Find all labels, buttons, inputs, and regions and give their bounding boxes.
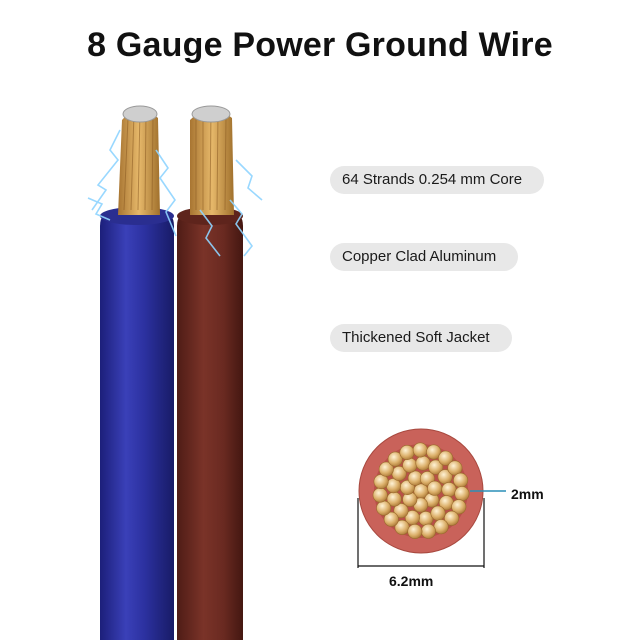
strand: [415, 455, 431, 471]
strand: [412, 442, 428, 458]
strand: [376, 500, 392, 516]
electric-spark-decoration: [87, 129, 263, 257]
wire-diameter-label: 6.2mm: [389, 573, 434, 589]
strand: [447, 460, 463, 476]
strand-diameter-label: 2mm: [511, 486, 544, 502]
strand: [438, 450, 454, 466]
strand: [402, 457, 418, 473]
strand: [454, 486, 470, 502]
feature-badge-strands: 64 Strands 0.254 mm Core: [330, 166, 545, 194]
strand: [372, 487, 388, 503]
strand: [453, 472, 469, 488]
page-title: 8 Gauge Power Ground Wire: [87, 26, 553, 64]
strand: [383, 511, 399, 527]
feature-badge-material: Copper Clad Aluminum: [330, 243, 519, 271]
feature-badge-jacket: Thickened Soft Jacket: [330, 324, 512, 352]
cross-section-diagram: [357, 428, 506, 568]
strand: [451, 499, 467, 515]
blue-wire: [100, 105, 174, 640]
strand: [428, 459, 444, 475]
strand: [441, 482, 457, 498]
strand: [378, 461, 394, 477]
strand: [387, 451, 403, 467]
strand: [426, 444, 442, 460]
strand: [433, 519, 449, 535]
strand: [393, 503, 409, 519]
brown-wire: [177, 105, 243, 640]
strand: [430, 505, 446, 521]
strand: [407, 523, 423, 539]
strand: [444, 510, 460, 526]
strand: [399, 444, 415, 460]
strand: [427, 480, 443, 496]
strand: [420, 523, 436, 539]
copper-strands: [372, 442, 470, 539]
